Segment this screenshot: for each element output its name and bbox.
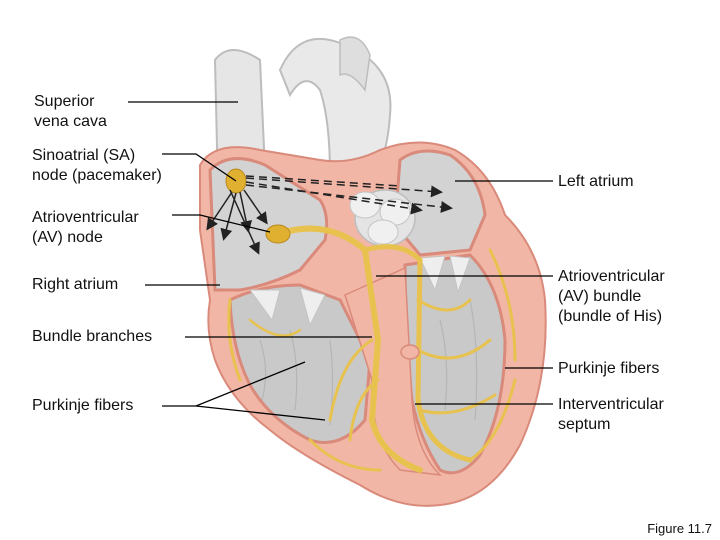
left-atrium-chamber bbox=[393, 149, 487, 257]
label-av-node: Atrioventricular (AV) node bbox=[32, 209, 139, 246]
label-purkinje-fibers-left: Purkinje fibers bbox=[32, 397, 134, 414]
label-av-bundle: Atrioventricular (AV) bundle (bundle of … bbox=[558, 268, 665, 325]
conduction-system bbox=[227, 225, 517, 473]
label-right-atrium: Right atrium bbox=[32, 276, 119, 293]
bundle-branch-left bbox=[362, 244, 473, 463]
av-bundle-junction bbox=[400, 344, 420, 360]
label-superior-vena-cava: Superior vena cava bbox=[34, 93, 107, 130]
sa-impulse-arrows bbox=[206, 175, 453, 255]
label-left-atrium: Left atrium bbox=[558, 173, 634, 190]
figure-caption: Figure 11.7 bbox=[647, 521, 712, 536]
label-bundle-branches: Bundle branches bbox=[32, 328, 153, 345]
label-interventricular-septum: Interventricular septum bbox=[558, 396, 664, 433]
av-node bbox=[265, 224, 291, 244]
label-sa-node: Sinoatrial (SA) node (pacemaker) bbox=[32, 147, 162, 184]
leader-lines bbox=[128, 101, 553, 421]
label-purkinje-fibers-right: Purkinje fibers bbox=[558, 360, 660, 377]
av-bundle bbox=[282, 225, 423, 473]
